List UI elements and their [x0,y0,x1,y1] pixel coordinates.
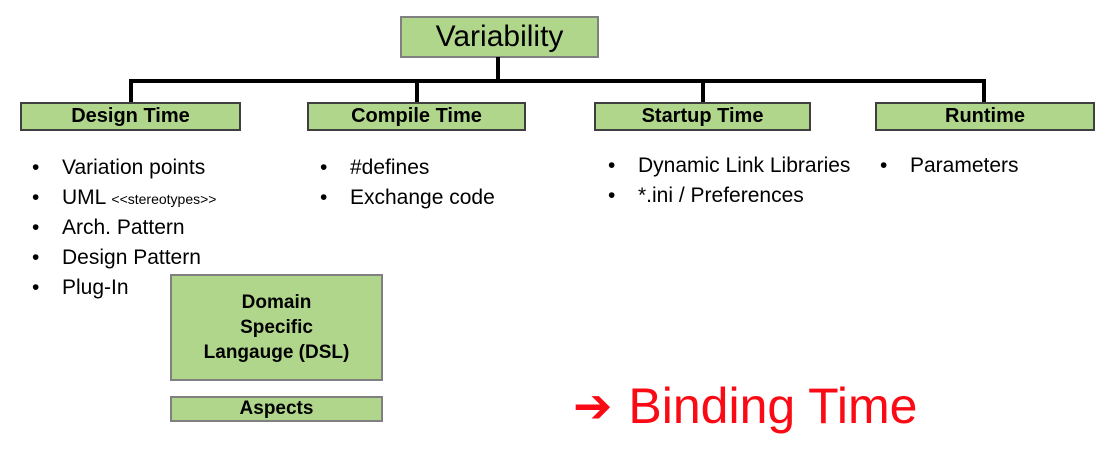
connector-drop-compile-time [415,79,419,103]
dsl-line-1: Domain [241,291,312,313]
bullet-icon: • [32,156,40,179]
list-item: • Variation points [32,153,297,183]
list-item: • Dynamic Link Libraries [608,151,858,181]
bullet-icon: • [32,186,40,210]
list-item: • Design Pattern [32,243,297,273]
bullet-icon: • [32,216,40,240]
list-item: • Parameters [880,151,1100,181]
dsl-line-2: Specific [240,316,313,338]
bullet-list-compile-time: • #defines • Exchange code [320,153,570,213]
connector-horizontal-bus [129,79,986,83]
column-header-compile-time: Compile Time [307,102,526,131]
callout-binding-time: ➔ Binding Time [573,381,917,431]
root-node-variability: Variability [400,16,599,58]
column-header-label: Design Time [71,105,190,127]
list-item: • *.ini / Preferences [608,181,858,211]
column-header-label: Compile Time [351,105,482,127]
bullet-list-design-time: • Variation points • UML <<stereotypes>>… [32,153,297,303]
list-item-label: Parameters [910,154,1019,177]
list-item-text-main: UML [62,186,106,210]
box-domain-specific-language: Domain Specific Langauge (DSL) [170,274,383,381]
list-item: • UML <<stereotypes>> [32,183,297,213]
list-item-label: UML <<stereotypes>> [62,183,297,213]
column-header-design-time: Design Time [20,102,241,131]
right-arrow-icon: ➔ [573,378,613,434]
dsl-line-3: Langauge (DSL) [203,342,350,364]
callout-label: Binding Time [628,378,918,434]
bullet-icon: • [32,246,40,270]
root-node-label: Variability [435,20,564,53]
list-item-text-stereotype: <<stereotypes>> [111,191,217,208]
list-item-label: Dynamic Link Libraries [638,154,851,177]
aspects-label: Aspects [239,398,314,419]
bullet-icon: • [608,184,616,208]
list-item: • Exchange code [320,183,570,213]
bullet-icon: • [880,154,888,177]
connector-drop-startup-time [701,79,705,103]
list-item-label: Variation points [62,156,206,179]
list-item-label: Exchange code [350,186,495,210]
list-item-label: Design Pattern [62,246,201,270]
bullet-icon: • [320,156,328,179]
column-header-label: Startup Time [641,105,764,127]
list-item: • Arch. Pattern [32,213,297,243]
list-item: • Plug-In [32,273,297,303]
connector-drop-runtime [982,79,986,103]
column-header-label: Runtime [945,105,1025,127]
list-item-label: #defines [350,156,430,179]
bullet-icon: • [32,276,40,300]
list-item-label: *.ini / Preferences [638,184,804,208]
bullet-list-startup-time: • Dynamic Link Libraries • *.ini / Prefe… [608,151,858,211]
list-item-label: Plug-In [62,276,129,300]
list-item: • #defines [320,153,570,183]
bullet-list-runtime: • Parameters [880,151,1100,181]
bullet-icon: • [320,186,328,210]
box-aspects: Aspects [170,396,383,422]
connector-trunk-vertical [496,57,500,81]
connector-drop-design-time [129,79,133,103]
column-header-startup-time: Startup Time [594,102,811,131]
list-item-label: Arch. Pattern [62,216,185,240]
column-header-runtime: Runtime [875,102,1095,131]
bullet-icon: • [608,154,616,177]
